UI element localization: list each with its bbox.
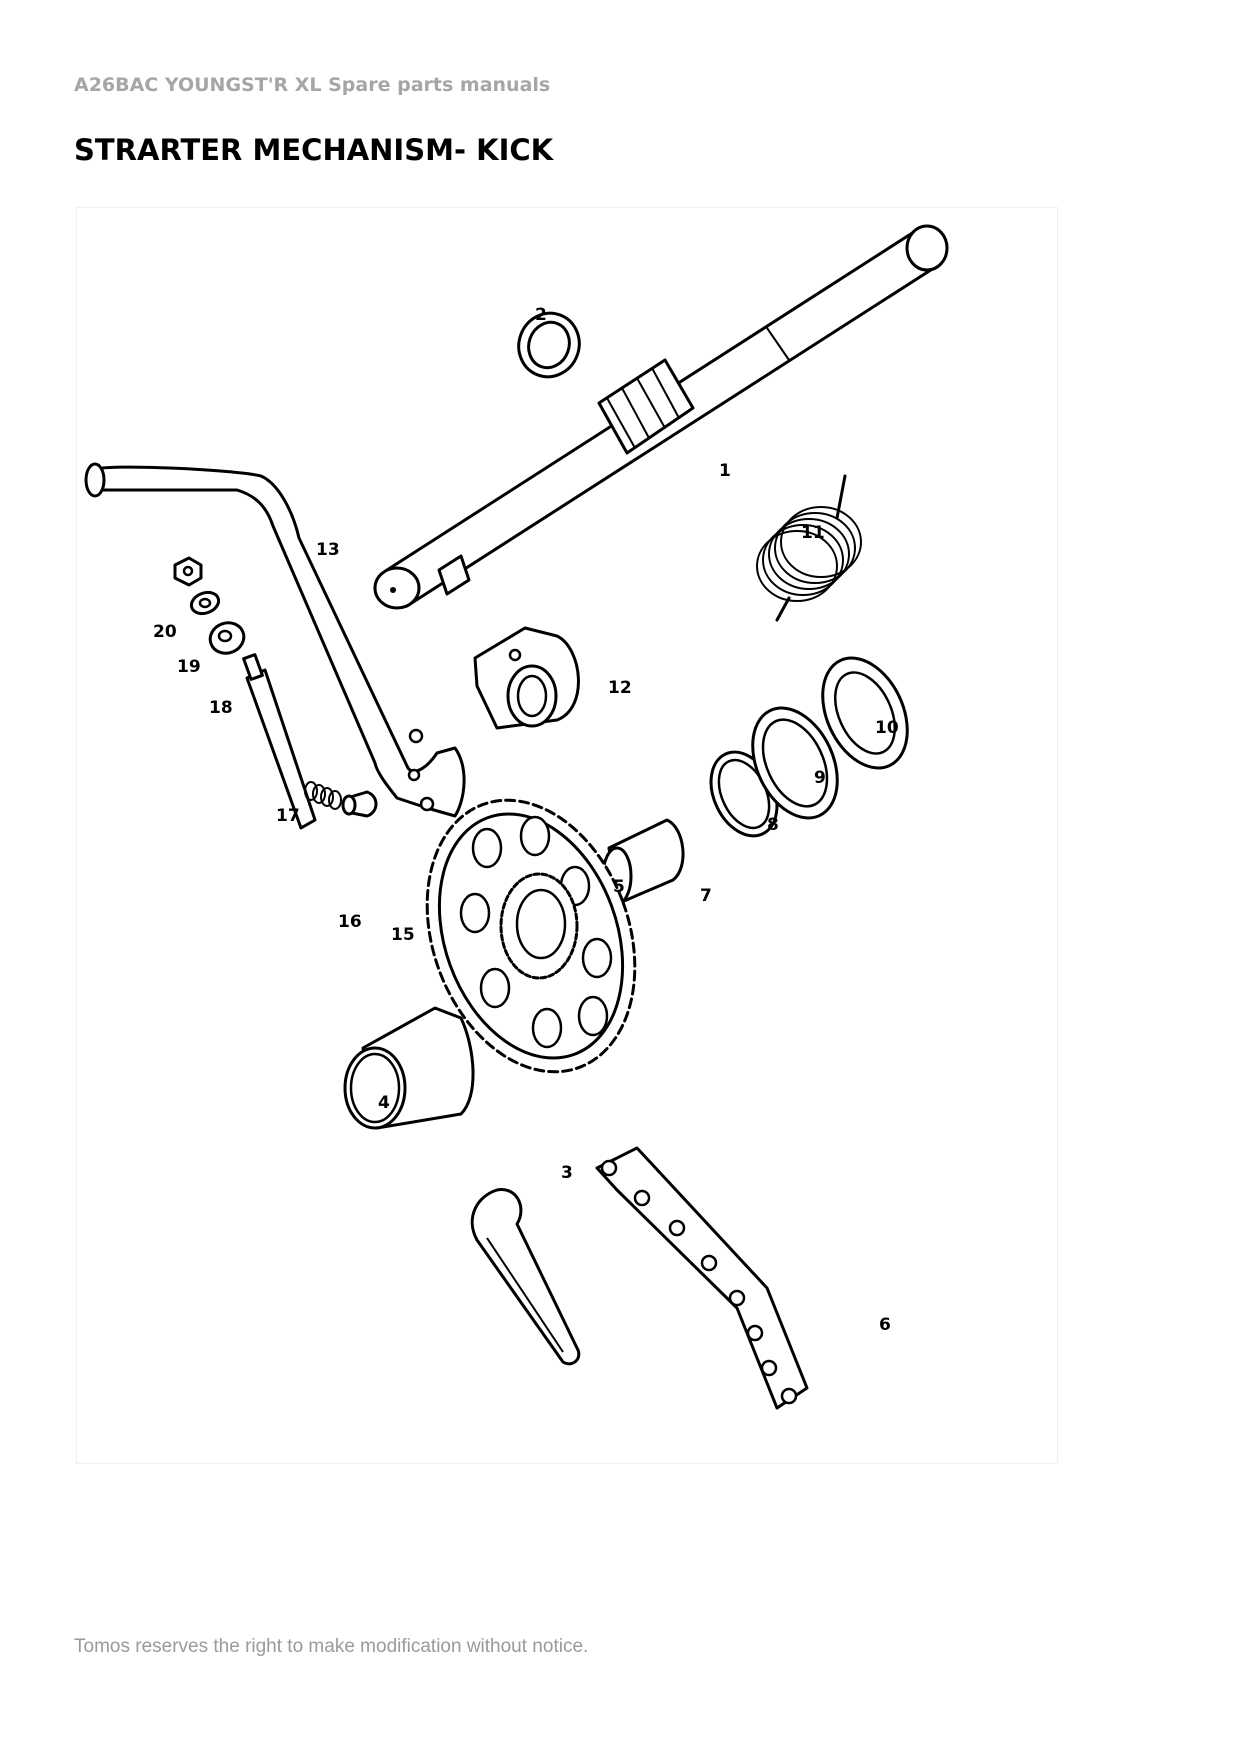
part-sleeve: [601, 818, 685, 906]
callout-13: 13: [316, 540, 340, 560]
callout-6: 6: [879, 1315, 891, 1335]
callout-3: 3: [561, 1163, 573, 1183]
callout-8: 8: [767, 815, 779, 835]
callout-10: 10: [875, 718, 899, 738]
callout-5: 5: [613, 877, 625, 897]
callout-16: 16: [338, 912, 362, 932]
part-spacer: [208, 621, 246, 655]
page-title: STRARTER MECHANISM- KICK: [74, 133, 554, 167]
callout-19: 19: [177, 657, 201, 677]
part-kick-shaft: [373, 224, 949, 610]
footer-disclaimer: Tomos reserves the right to make modific…: [74, 1636, 589, 1657]
exploded-parts-diagram: 1 2 3 4 5 6 7 8 9 10 11 12 13 15 16 17 1…: [76, 207, 1058, 1464]
callout-12: 12: [608, 678, 632, 698]
part-pin: [242, 653, 317, 830]
callout-4: 4: [378, 1093, 390, 1113]
part-washer: [189, 590, 221, 616]
callout-20: 20: [153, 622, 177, 642]
callout-15: 15: [391, 925, 415, 945]
part-nut: [173, 556, 203, 587]
callout-2: 2: [535, 305, 547, 325]
callout-18: 18: [209, 698, 233, 718]
callout-17: 17: [276, 806, 300, 826]
part-washer-9: [751, 706, 839, 820]
callout-1: 1: [719, 461, 731, 481]
part-return-spring: [756, 474, 862, 622]
part-kick-lever: [84, 462, 466, 818]
part-washer-10: [821, 656, 909, 770]
callout-11: 11: [801, 523, 825, 543]
callout-7: 7: [700, 886, 712, 906]
part-ring: [517, 311, 581, 379]
part-chain: [595, 1146, 809, 1410]
part-plunger: [341, 790, 378, 818]
part-wrench: [470, 1188, 581, 1366]
callout-9: 9: [814, 768, 826, 788]
part-ratchet-sleeve: [343, 1006, 475, 1130]
manual-header: A26BAC YOUNGST'R XL Spare parts manuals: [74, 74, 551, 96]
part-ratchet-bushing: [473, 626, 580, 730]
part-spring-small: [304, 781, 342, 810]
part-sprocket: [425, 798, 637, 1074]
